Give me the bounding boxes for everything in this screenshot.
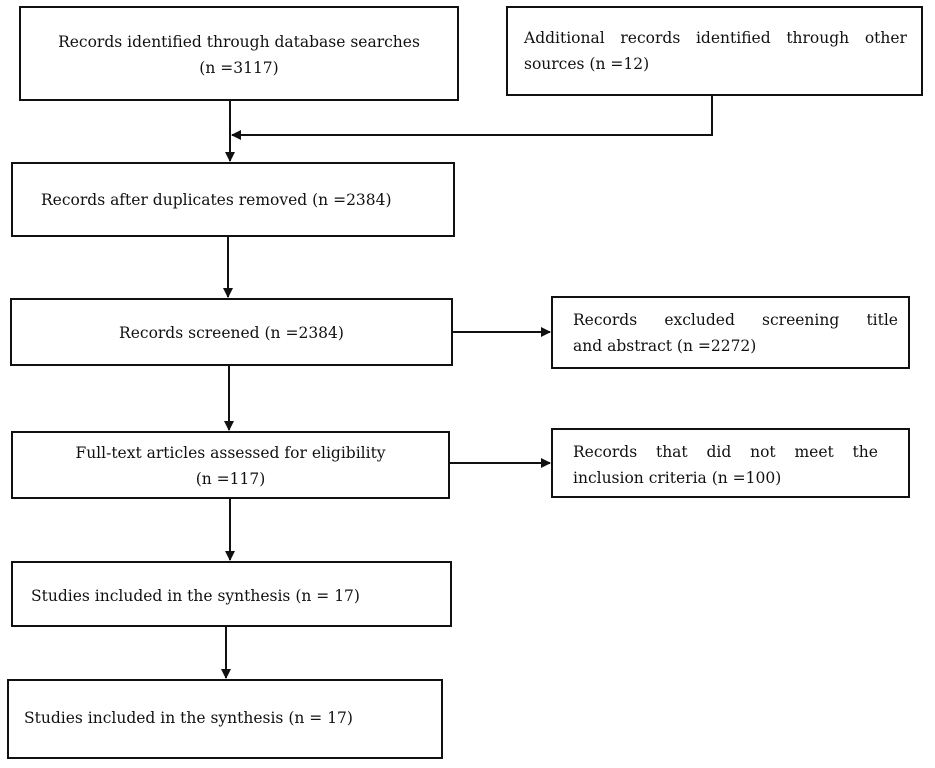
- not-meet-criteria-line-1: Records that did not meet the: [573, 439, 878, 465]
- full-text-assessed-label: Full-text articles assessed for eligibil…: [75, 444, 386, 462]
- studies-included-box-2: Studies included in the synthesis (n = 1…: [7, 679, 443, 759]
- word: Records: [573, 443, 638, 461]
- word: records: [620, 29, 681, 47]
- records-screened-box: Records screened (n =2384): [10, 298, 453, 366]
- not-meet-criteria-line-2: inclusion criteria (n =100): [573, 469, 782, 487]
- studies-included-label-1: Studies included in the synthesis (n = 1…: [31, 587, 360, 605]
- records-identified-label: Records identified through database sear…: [58, 33, 420, 51]
- word: that: [655, 443, 688, 461]
- word: did: [706, 443, 732, 461]
- not-meet-criteria-box: Records that did not meet the inclusion …: [551, 428, 910, 498]
- records-screened-label: Records screened (n =2384): [119, 324, 344, 342]
- word: Additional: [524, 29, 605, 47]
- duplicates-removed-box: Records after duplicates removed (n =238…: [11, 162, 455, 237]
- duplicates-removed-label: Records after duplicates removed (n =238…: [41, 191, 392, 209]
- records-identified-box: Records identified through database sear…: [19, 6, 459, 101]
- word: screening: [762, 311, 840, 329]
- studies-included-box-1: Studies included in the synthesis (n = 1…: [11, 561, 452, 627]
- records-excluded-line-2: and abstract (n =2272): [573, 337, 757, 355]
- full-text-assessed-count: (n =117): [195, 470, 266, 488]
- connector-additional-merge: [231, 96, 713, 140]
- word: other: [864, 29, 907, 47]
- word: meet: [794, 443, 834, 461]
- word: excluded: [664, 311, 735, 329]
- word: title: [866, 311, 898, 329]
- records-excluded-line-1: Records excluded screening title: [573, 307, 898, 333]
- word: the: [852, 443, 878, 461]
- records-excluded-box: Records excluded screening title and abs…: [551, 296, 910, 369]
- word: identified: [695, 29, 771, 47]
- full-text-assessed-box: Full-text articles assessed for eligibil…: [11, 431, 450, 499]
- word: Records: [573, 311, 638, 329]
- additional-records-line-2: sources (n =12): [524, 55, 650, 73]
- additional-records-line-1: Additional records identified through ot…: [524, 25, 907, 51]
- studies-included-label-2: Studies included in the synthesis (n = 1…: [24, 709, 353, 727]
- word: not: [750, 443, 776, 461]
- word: through: [786, 29, 850, 47]
- additional-records-box: Additional records identified through ot…: [506, 6, 923, 96]
- records-identified-count: (n =3117): [199, 59, 279, 77]
